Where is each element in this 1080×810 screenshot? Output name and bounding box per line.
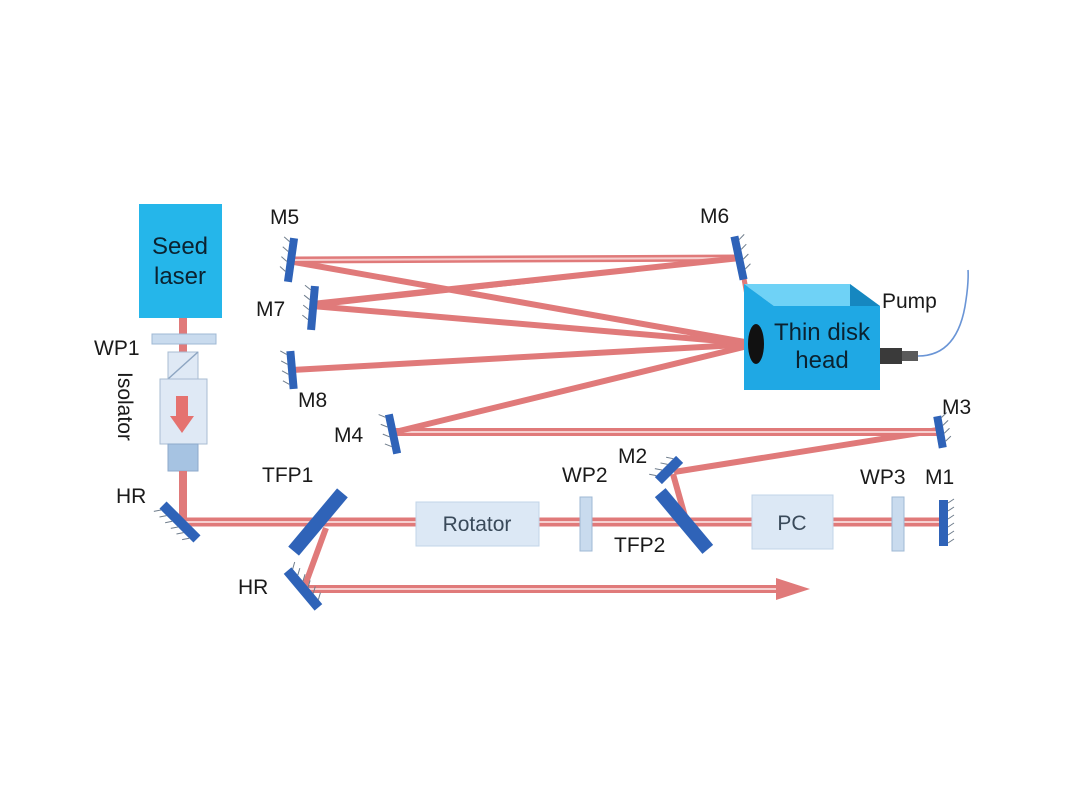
beam-m4-disk [394,341,757,435]
hr-top-mirror [153,501,201,543]
m7-label: M7 [256,298,285,321]
wp3-label: WP3 [860,466,906,489]
disk-head-label-line1: Thin disk [774,319,871,346]
m6-label: M6 [700,205,729,228]
m5-mirror [279,236,299,283]
seed-laser: Seed laser [139,204,222,318]
disk-head-top-face [744,284,880,306]
pc-box [751,494,834,550]
rotator-box [415,501,540,547]
m7-mirror [302,284,319,331]
m3-label: M3 [942,396,971,419]
tfp1-plate [288,488,348,556]
hr-bottom-label: HR [238,576,268,599]
wp2-plate [579,496,593,552]
wp1-plate [151,333,217,345]
m4-mirror [378,413,402,455]
hr-bottom-mirror [283,561,323,611]
pc-label: PC [777,512,806,535]
beam-paths [179,254,940,600]
isolator-bottom-block [167,443,199,472]
beam-m7-disk [311,303,757,347]
isolator [159,351,208,490]
m4-label: M4 [334,424,363,447]
thin-disk-crystal [748,324,764,364]
pump-label: Pump [882,290,937,313]
wp1-label: WP1 [94,337,140,360]
beam-m5-disk [293,259,757,347]
tfp1-label: TFP1 [262,464,313,487]
hr-top-label: HR [116,485,146,508]
m8-mirror [280,350,298,390]
seed-laser-box [139,204,222,318]
tfp2-plate [654,488,714,554]
seed-laser-label-line2: laser [154,263,206,290]
beam-m6-m7-cross [311,256,741,308]
rotator-label: Rotator [443,513,512,536]
wp2-label: WP2 [562,464,608,487]
m6-mirror [730,234,751,281]
isolator-label: Isolator [113,372,136,441]
m1-label: M1 [925,466,954,489]
thin-disk-head: Thin disk head [744,269,969,390]
m2-mirror [649,455,684,485]
m2-label: M2 [618,445,647,468]
isolator-arrow-icon [170,416,194,433]
beam-m8-disk [291,341,757,373]
output-arrow [776,578,810,600]
m1-mirror [939,498,955,546]
beam-tfp1-down [301,526,329,590]
m5-label: M5 [270,206,299,229]
beam-m2-m3 [673,427,939,475]
pump-fiber [917,269,969,357]
m3-mirror [933,412,952,449]
disk-head-label-line2: head [795,347,848,374]
seed-laser-label-line1: Seed [152,233,208,260]
disk-head-front-face [744,306,880,390]
m8-label: M8 [298,389,327,412]
tfp2-label: TFP2 [614,534,665,557]
pump-connector [880,348,902,364]
wp3-plate [891,496,905,552]
